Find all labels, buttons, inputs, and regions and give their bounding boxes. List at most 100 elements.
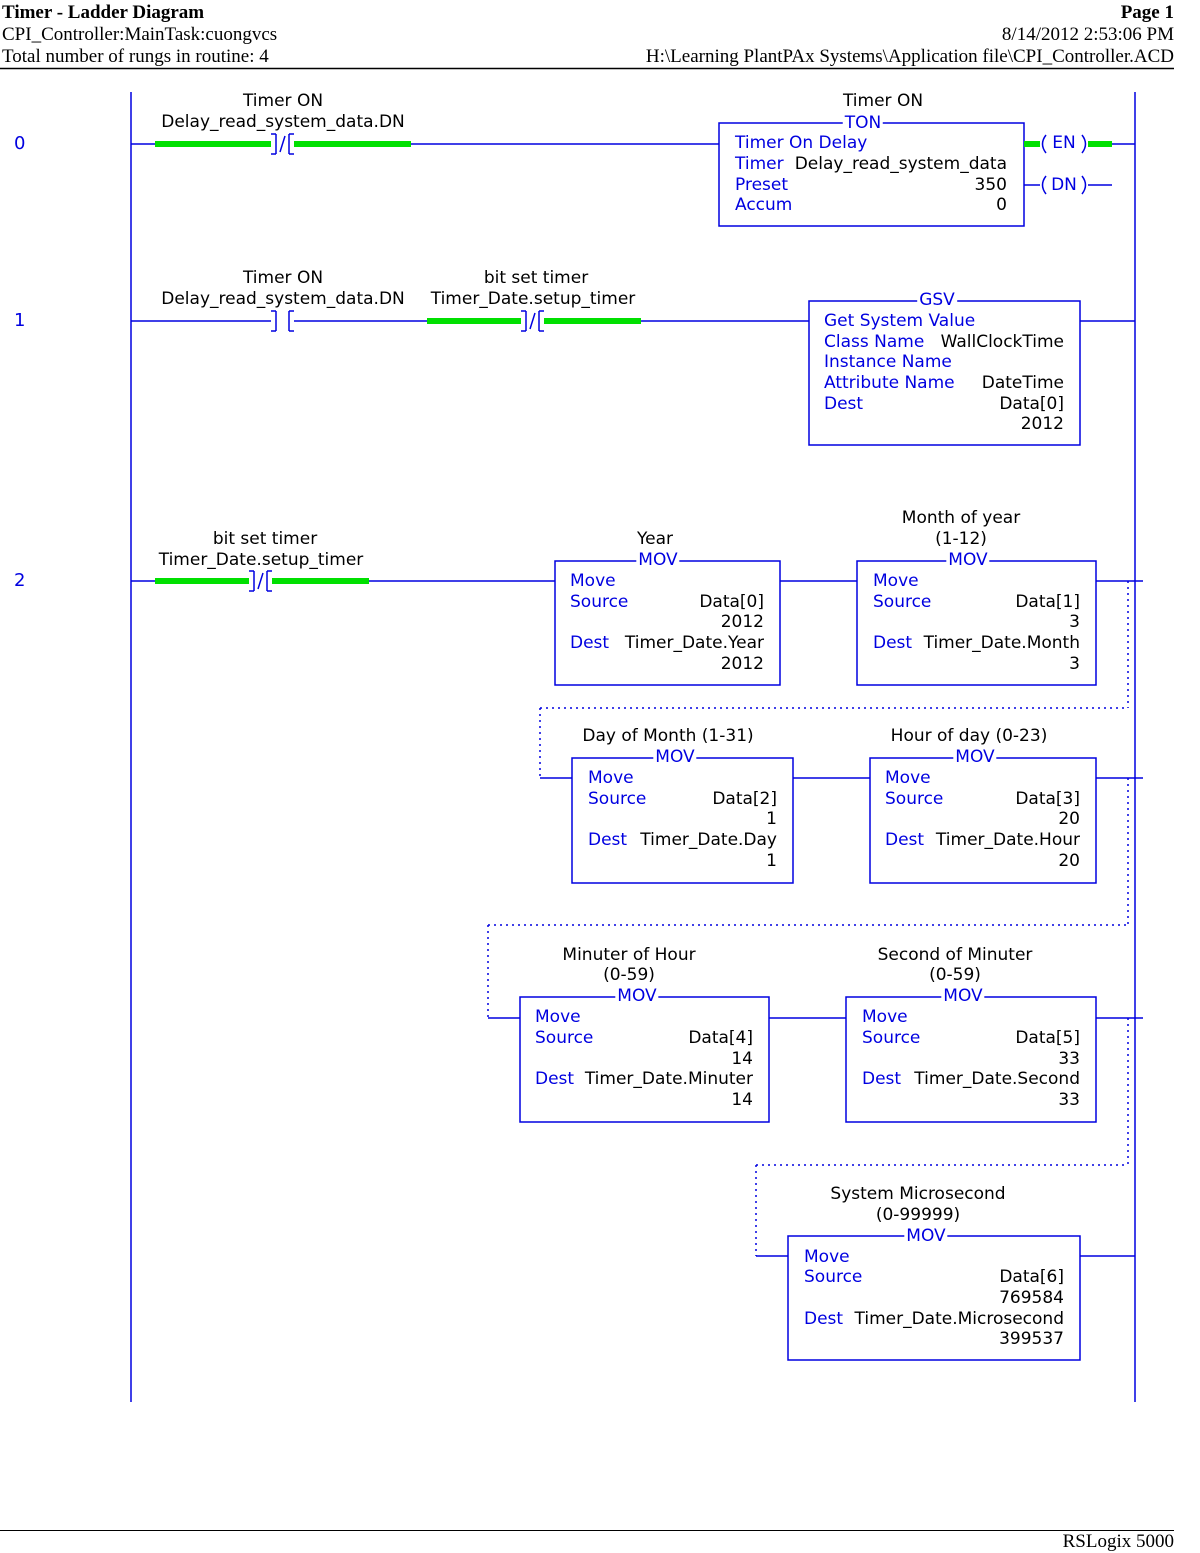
contact-tag[interactable]: Timer_Date.setup_timer: [158, 550, 364, 570]
ton-timer-value[interactable]: Delay_read_system_data: [794, 154, 1007, 174]
contact-tag[interactable]: Delay_read_system_data.DN: [161, 112, 405, 132]
mov-month-mnemonic[interactable]: MOV: [946, 550, 990, 570]
mov-month-source[interactable]: Data[1]: [1015, 592, 1080, 612]
contact-description: Timer ON: [242, 268, 324, 288]
mov-second-description: Second of Minuter: [877, 945, 1033, 965]
mov-second-dest[interactable]: Timer_Date.Second: [914, 1069, 1080, 1089]
mov-year-mnemonic[interactable]: MOV: [636, 550, 680, 570]
mov-minute-description: Minuter of Hour: [562, 945, 696, 965]
rung-number-1[interactable]: 1: [14, 310, 26, 331]
gsv-attribute-label: Attribute Name: [824, 373, 955, 393]
ton-accum-label: Accum: [735, 195, 793, 215]
mov-second-source[interactable]: Data[5]: [1015, 1028, 1080, 1048]
mov-microsecond-dest-label: Dest: [804, 1309, 844, 1329]
mov-microsecond-dest[interactable]: Timer_Date.Microsecond: [854, 1309, 1064, 1329]
mov-minute-dest-live: 14: [731, 1090, 753, 1110]
mov-day-dest-label: Dest: [588, 830, 628, 850]
mov-year-dest-label: Dest: [570, 633, 610, 653]
mov-second-source-label: Source: [862, 1028, 921, 1048]
mov-month-dest[interactable]: Timer_Date.Month: [923, 633, 1080, 653]
mov-minute-mnemonic[interactable]: MOV: [615, 986, 659, 1006]
mov-month-source-label: Source: [873, 592, 932, 612]
task-path: CPI_Controller:MainTask:cuongvcs: [2, 24, 278, 45]
gsv-instance-label: Instance Name: [824, 352, 952, 372]
mov-minute-range: (0-59): [603, 965, 655, 985]
mov-month-dest-live: 3: [1069, 654, 1080, 674]
rung-number-0[interactable]: 0: [14, 133, 26, 154]
mov-month-source-live: 3: [1069, 612, 1080, 632]
mov-microsecond-mnemonic[interactable]: MOV: [904, 1226, 948, 1246]
mov-hour-description: Hour of day (0-23): [890, 726, 1048, 746]
mov-minute-dest[interactable]: Timer_Date.Minuter: [584, 1069, 753, 1089]
mov-day-title: Move: [588, 768, 634, 788]
mov-month-dest-label: Dest: [873, 633, 913, 653]
gsv-dest-label: Dest: [824, 394, 864, 414]
mov-hour-dest-label: Dest: [885, 830, 925, 850]
rung-2-wiring: [131, 560, 1143, 1361]
gsv-dest-value[interactable]: Data[0]: [999, 394, 1064, 414]
mov-second-range: (0-59): [929, 965, 981, 985]
gsv-dest-live-value: 2012: [1020, 414, 1064, 434]
ton-mnemonic[interactable]: TON: [842, 113, 884, 133]
mov-year-source-label: Source: [570, 592, 629, 612]
mov-hour-source[interactable]: Data[3]: [1015, 789, 1080, 809]
mov-day-description: Day of Month (1-31): [582, 726, 754, 746]
mov-hour-source-live: 20: [1058, 809, 1080, 829]
mov-microsecond-source-live: 769584: [999, 1288, 1064, 1308]
mov-second-dest-live: 33: [1058, 1090, 1080, 1110]
mov-minute-title: Move: [535, 1007, 581, 1027]
mov-minute-dest-label: Dest: [535, 1069, 575, 1089]
mov-year-description: Year: [637, 529, 673, 549]
mov-minute-source-live: 14: [731, 1049, 753, 1069]
mov-day-dest-live: 1: [766, 851, 777, 871]
gsv-attribute-value[interactable]: DateTime: [981, 373, 1064, 393]
mov-year-dest-live: 2012: [720, 654, 764, 674]
ton-preset-label: Preset: [735, 175, 789, 195]
mov-year-title: Move: [570, 571, 616, 591]
gsv-title: Get System Value: [824, 311, 976, 331]
mov-hour-dest-live: 20: [1058, 851, 1080, 871]
mov-day-source[interactable]: Data[2]: [712, 789, 777, 809]
mov-hour-dest[interactable]: Timer_Date.Hour: [935, 830, 1080, 850]
page-number: Page 1: [1120, 2, 1174, 23]
mov-minute-source[interactable]: Data[4]: [688, 1028, 753, 1048]
contact-description: bit set timer: [212, 529, 318, 549]
contact-description: Timer ON: [242, 91, 324, 111]
ton-accum-value[interactable]: 0: [996, 195, 1007, 215]
mov-microsecond-range: (0-99999): [875, 1205, 961, 1225]
mov-day-mnemonic[interactable]: MOV: [653, 747, 697, 767]
mov-microsecond-source[interactable]: Data[6]: [999, 1267, 1064, 1287]
mov-second-mnemonic[interactable]: MOV: [941, 986, 985, 1006]
contact-tag[interactable]: Timer_Date.setup_timer: [430, 289, 636, 309]
mov-hour-mnemonic[interactable]: MOV: [953, 747, 997, 767]
mov-month-title: Move: [873, 571, 919, 591]
gsv-class-value[interactable]: WallClockTime: [940, 332, 1064, 352]
ton-en-output[interactable]: EN: [1052, 133, 1076, 153]
report-title: Timer - Ladder Diagram: [2, 2, 205, 23]
ton-dn-output[interactable]: DN: [1051, 175, 1077, 195]
mov-day-dest[interactable]: Timer_Date.Day: [640, 830, 777, 850]
mov-year-source[interactable]: Data[0]: [699, 592, 764, 612]
contact-description: bit set timer: [483, 268, 589, 288]
mov-month-description: Month of year: [901, 508, 1021, 528]
mov-hour-source-label: Source: [885, 789, 944, 809]
rung-count: Total number of rungs in routine: 4: [2, 46, 269, 67]
rung-number-2[interactable]: 2: [14, 570, 26, 591]
mov-year-source-live: 2012: [720, 612, 764, 632]
mov-day-source-live: 1: [766, 809, 777, 829]
gsv-mnemonic[interactable]: GSV: [917, 290, 957, 310]
mov-microsecond-description: System Microsecond: [830, 1184, 1006, 1204]
mov-minute-source-label: Source: [535, 1028, 594, 1048]
ton-timer-label: Timer: [735, 154, 784, 174]
mov-month-range: (1-12): [935, 529, 987, 549]
footer-software: RSLogix 5000: [1062, 1531, 1174, 1552]
mov-second-dest-label: Dest: [862, 1069, 902, 1089]
ton-preset-value[interactable]: 350: [974, 175, 1007, 195]
mov-year-dest[interactable]: Timer_Date.Year: [624, 633, 764, 653]
contact-tag[interactable]: Delay_read_system_data.DN: [161, 289, 405, 309]
file-path: H:\Learning PlantPAx Systems\Application…: [645, 46, 1174, 67]
mov-second-title: Move: [862, 1007, 908, 1027]
gsv-class-label: Class Name: [824, 332, 925, 352]
